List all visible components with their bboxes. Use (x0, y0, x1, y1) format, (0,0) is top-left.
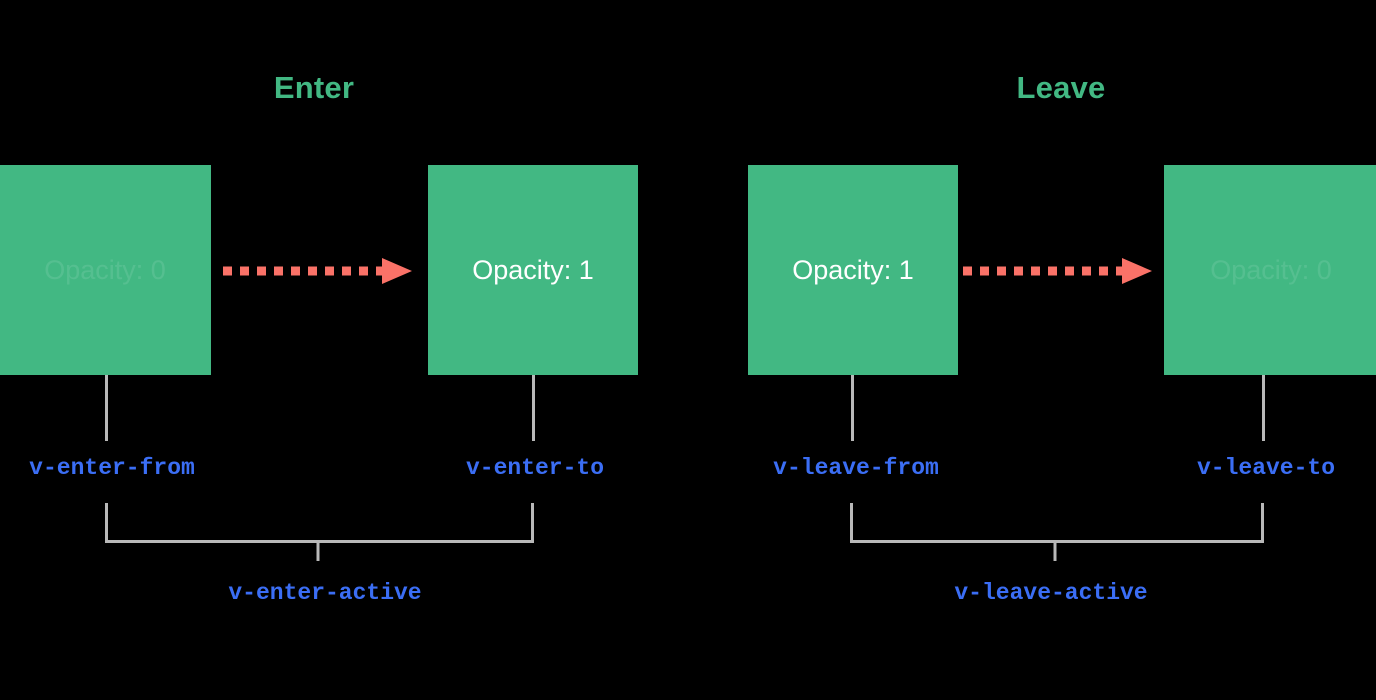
class-label-v-leave-to: v-leave-to (1196, 455, 1336, 481)
class-label-v-enter-from: v-enter-from (29, 455, 195, 481)
span-bracket-enter-active (105, 503, 534, 563)
class-label-v-leave-active: v-leave-active (954, 580, 1148, 606)
dashed-arrow-right-icon-enter (222, 256, 414, 286)
state-box-label-enter-from: Opacity: 0 (44, 254, 166, 285)
span-bracket-leave-active (850, 503, 1264, 563)
class-label-v-leave-from: v-leave-from (773, 455, 939, 481)
class-label-v-enter-active: v-enter-active (228, 580, 422, 606)
connector-line-leave-from (851, 375, 854, 441)
class-label-v-enter-to: v-enter-to (465, 455, 605, 481)
connector-line-enter-from (105, 375, 108, 441)
state-box-enter-from: Opacity: 0 (0, 165, 211, 375)
state-box-label-leave-to: Opacity: 0 (1210, 254, 1332, 285)
section-title-leave: Leave (1016, 70, 1106, 105)
state-box-label-enter-to: Opacity: 1 (472, 254, 594, 285)
connector-line-leave-to (1262, 375, 1265, 441)
state-box-leave-from: Opacity: 1 (748, 165, 958, 375)
connector-line-enter-to (532, 375, 535, 441)
section-title-enter: Enter (273, 70, 355, 105)
state-box-leave-to: Opacity: 0 (1164, 165, 1376, 375)
state-box-enter-to: Opacity: 1 (428, 165, 638, 375)
dashed-arrow-right-icon-leave (962, 256, 1154, 286)
state-box-label-leave-from: Opacity: 1 (792, 254, 914, 285)
